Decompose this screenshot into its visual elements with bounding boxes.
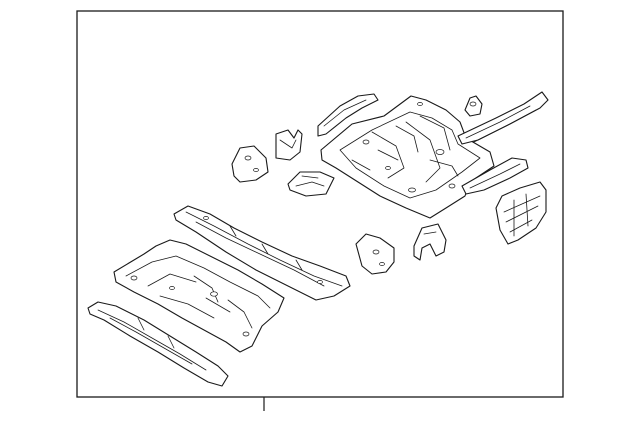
rear-floor-pan — [320, 95, 495, 219]
upper-reinforcement — [317, 93, 379, 137]
center-crossmember — [173, 205, 351, 301]
front-floor-pan — [113, 239, 285, 353]
mid-bracket — [355, 233, 395, 275]
seat-mount-bracket — [231, 145, 269, 183]
rear-end-panel — [495, 181, 547, 245]
floor-bracket-small — [275, 129, 303, 161]
rear-mount-bracket — [464, 95, 483, 117]
side-sill-reinforcement — [87, 301, 229, 387]
tunnel-brace — [413, 223, 447, 261]
rear-side-rail-right — [457, 91, 549, 145]
jack-pad — [287, 171, 335, 197]
rear-floor-extension — [461, 157, 529, 195]
